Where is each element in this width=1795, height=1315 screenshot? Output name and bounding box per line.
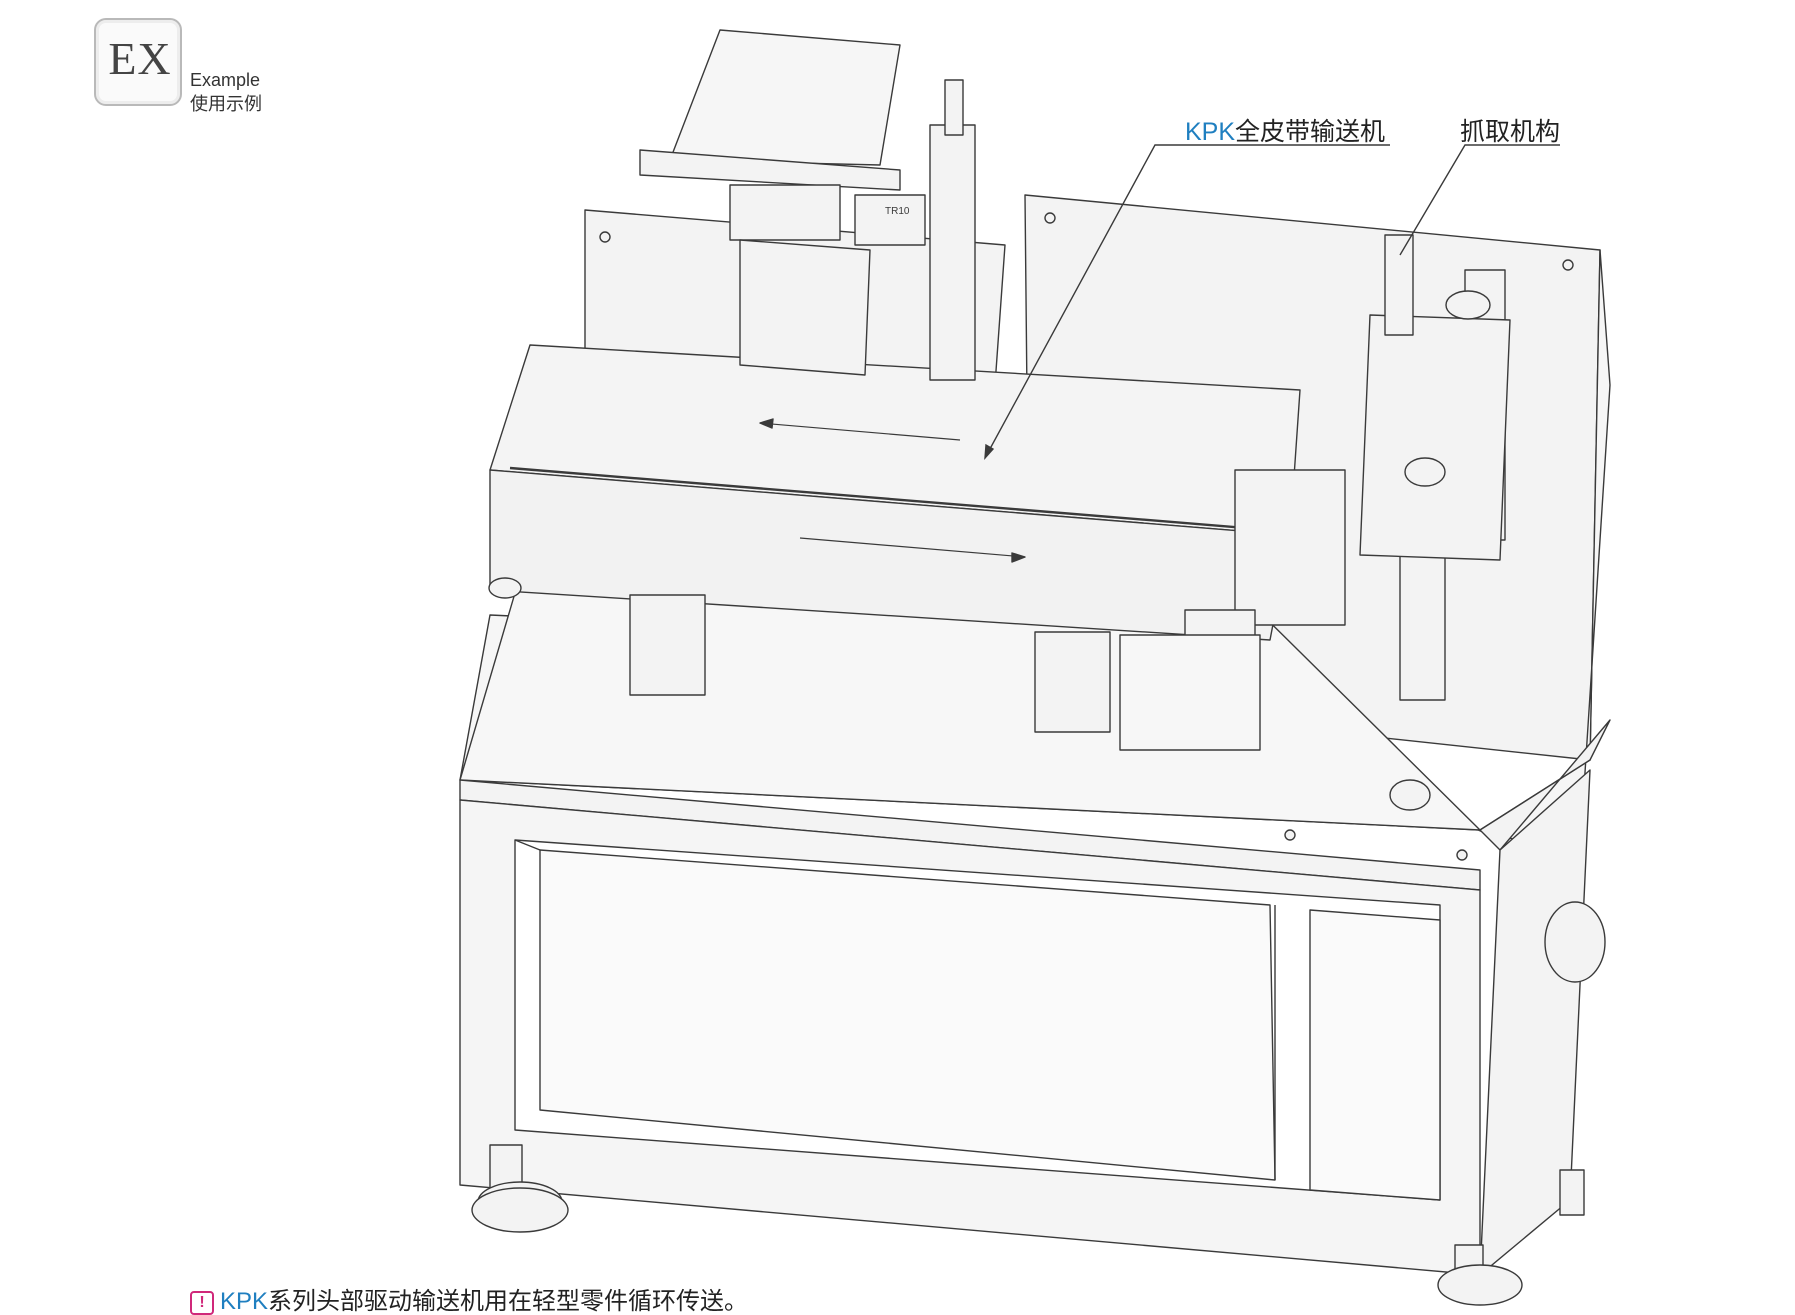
example-badge: EX	[94, 18, 182, 106]
bolt-hole-5	[1457, 850, 1467, 860]
bottom-note-prefix: KPK	[220, 1288, 269, 1315]
feeder-block	[855, 195, 925, 245]
conveyor-callout-prefix: KPK	[1185, 118, 1236, 146]
bolt-hole-3	[1563, 260, 1573, 270]
conveyor-bracket-right	[1035, 632, 1110, 732]
arrow-left-head	[760, 419, 773, 428]
example-label-cn: 使用示例	[190, 94, 262, 114]
bolt-hole-2	[1045, 213, 1055, 223]
table-hole	[1390, 780, 1430, 810]
bolt-hole-4	[1285, 830, 1295, 840]
gripper-bearing-mid	[1405, 458, 1445, 486]
foot-front-right	[1438, 1265, 1522, 1305]
gripper-head	[1235, 470, 1345, 625]
gripper-callout: 抓取机构	[1460, 118, 1561, 146]
arrow-left	[760, 423, 960, 440]
conveyor-bracket-left	[630, 595, 705, 695]
feeder-stand	[740, 240, 870, 375]
feeder-plate	[730, 185, 840, 240]
feeder-column	[930, 125, 975, 380]
bottom-note-text: 系列头部驱动输送机用在轻型零件循环传送。	[268, 1288, 749, 1315]
example-badge-mark: EX	[108, 33, 172, 84]
foot-back-right	[1545, 902, 1605, 982]
frame-right-opening	[1310, 910, 1440, 1200]
conveyor-end-roller	[489, 578, 521, 598]
bottom-note: !KPK系列头部驱动输送机用在轻型零件循环传送。	[190, 1290, 748, 1315]
foot-front-left-base	[472, 1188, 568, 1232]
hopper	[670, 30, 900, 165]
conveyor-callout-label: 全皮带输送机	[1235, 118, 1386, 146]
bolt-hole-1	[600, 232, 610, 242]
hopper-base	[640, 150, 900, 190]
feeder-cylinder	[945, 80, 963, 135]
gripper-leader	[1400, 145, 1560, 255]
gripper-cylinder-top	[1385, 235, 1413, 335]
gripper-base-plate	[1120, 635, 1260, 750]
conveyor-belt-seam	[510, 468, 1295, 532]
part-marking: TR10	[885, 206, 910, 217]
gripper-bearing-top	[1446, 291, 1490, 319]
arrow-right	[800, 538, 1025, 557]
conveyor-leader-head	[985, 445, 993, 458]
conveyor-leader	[985, 145, 1390, 458]
gripper-crossbeam	[1360, 315, 1510, 560]
table-right-side	[1480, 720, 1610, 850]
arrow-right-head	[1012, 553, 1025, 562]
example-label-en: Example	[190, 70, 261, 90]
leg-back-right	[1560, 1170, 1584, 1215]
exclamation-icon: !	[190, 1291, 214, 1315]
conveyor-callout: KPK全皮带输送机	[1185, 112, 1385, 148]
